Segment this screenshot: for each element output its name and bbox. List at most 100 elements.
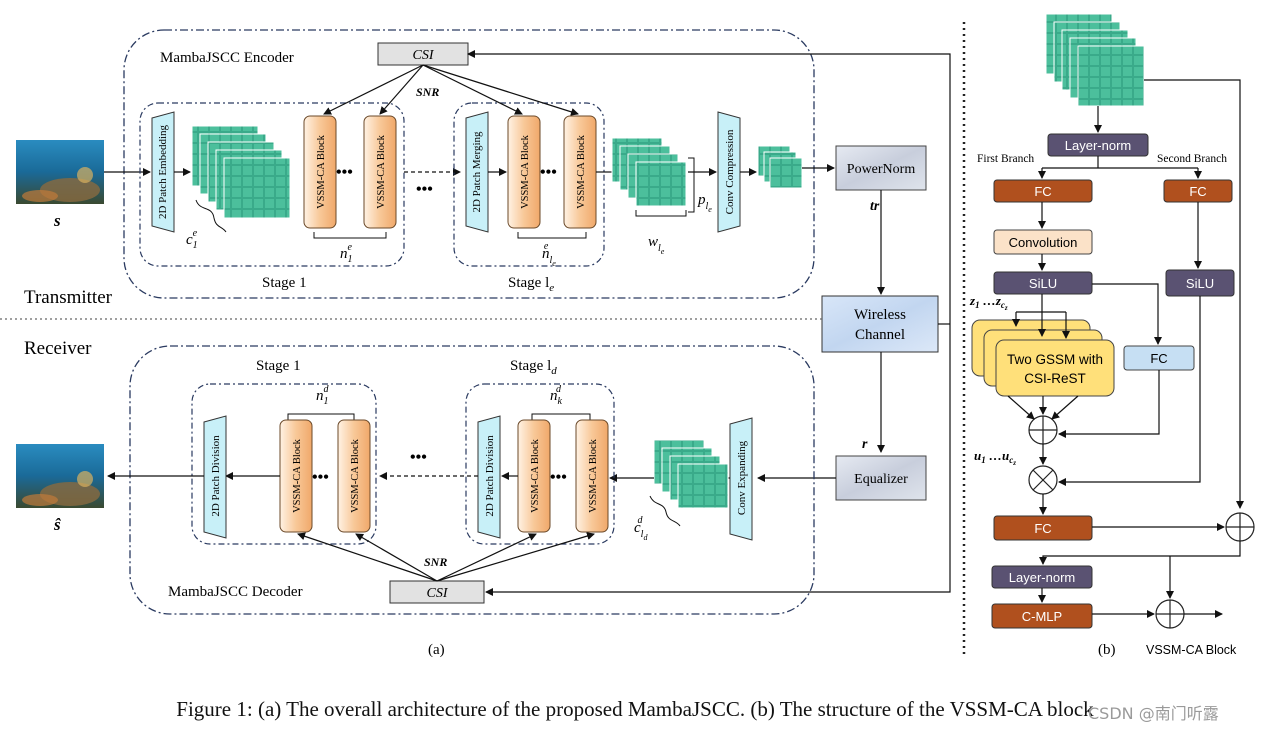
patch-embedding-block: 2D Patch Embedding	[151, 111, 175, 233]
powernorm-box: PowerNorm	[835, 145, 927, 191]
fc-light-block: FC	[1123, 345, 1195, 371]
decoder-stage-ld-box	[465, 383, 615, 545]
cld-label: cldd	[634, 515, 648, 542]
encoder-feature-stack-3	[757, 145, 803, 189]
part-a-label: (a)	[428, 642, 445, 658]
svg-text:Wireless: Wireless	[854, 307, 906, 323]
svg-text:2D Patch Division: 2D Patch Division	[210, 435, 222, 517]
wle-label: wle	[648, 234, 665, 256]
encoder-dots-2: •••	[540, 164, 557, 181]
svg-text:SiLU: SiLU	[1186, 276, 1214, 291]
svg-text:Layer-norm: Layer-norm	[1065, 138, 1131, 153]
encoder-stage-le-box	[453, 102, 605, 267]
svg-text:FC: FC	[1189, 184, 1206, 199]
encoder-vssm-block-4: VSSM-CA Block	[563, 115, 597, 229]
watermark: CSDN @南门听露	[1088, 704, 1219, 723]
svg-text:Layer-norm: Layer-norm	[1009, 570, 1075, 585]
encoder-stage-dots: •••	[416, 181, 433, 198]
encoder-feature-stack-1	[191, 125, 291, 219]
svg-text:Channel: Channel	[855, 327, 905, 343]
svg-text:2D Patch Division: 2D Patch Division	[484, 435, 496, 517]
svg-text:Conv Expanding: Conv Expanding	[736, 440, 748, 515]
svg-text:VSSM-CA Block: VSSM-CA Block	[576, 134, 587, 209]
decoder-stage-dots: •••	[410, 449, 427, 466]
convolution-block: Convolution	[993, 229, 1093, 255]
decoder-patch-division-2: 2D Patch Division	[477, 415, 501, 539]
decoder-title: MambaJSCC Decoder	[168, 584, 303, 600]
decoder-snr-label: SNR	[424, 555, 447, 569]
svg-text:2D Patch Merging: 2D Patch Merging	[471, 131, 483, 213]
svg-text:CSI: CSI	[427, 586, 449, 601]
decoder-stage1-box	[191, 383, 377, 545]
decoder-vssm-block-4: VSSM-CA Block	[517, 419, 551, 533]
encoder-title: MambaJSCC Encoder	[160, 50, 294, 66]
fc-block-second: FC	[1163, 179, 1233, 203]
part-b-label: (b)	[1098, 642, 1116, 658]
gssm-block: Two GSSM with CSI-ReST	[971, 319, 1115, 397]
decoder-vssm-block-1: VSSM-CA Block	[279, 419, 313, 533]
svg-text:VSSM-CA Block: VSSM-CA Block	[350, 438, 361, 513]
decoder-container	[129, 345, 815, 615]
svg-text:CSI-ReST: CSI-ReST	[1024, 371, 1086, 386]
decoder-dots-1: •••	[312, 469, 329, 486]
output-image	[16, 444, 104, 508]
svg-text:CSI: CSI	[413, 48, 435, 63]
fc-block-out: FC	[993, 515, 1093, 541]
svg-text:PowerNorm: PowerNorm	[847, 162, 916, 177]
decoder-patch-division-1: 2D Patch Division	[203, 415, 227, 539]
decoder-dots-2: •••	[550, 469, 567, 486]
decoder-feature-stack	[653, 439, 729, 509]
decoder-vssm-block-2: VSSM-CA Block	[337, 419, 371, 533]
wireless-channel-box: Wireless Channel	[821, 295, 939, 353]
svg-text:SiLU: SiLU	[1029, 276, 1057, 291]
output-label: ŝ	[53, 515, 61, 534]
encoder-csi-box: CSI	[377, 42, 469, 66]
encoder-feature-stack-2	[611, 137, 687, 207]
svg-text:VSSM-CA Block: VSSM-CA Block	[316, 134, 327, 209]
svg-text:C-MLP: C-MLP	[1022, 609, 1062, 624]
encoder-stage-le-label: Stage le	[508, 275, 554, 294]
svg-text:Two GSSM with: Two GSSM with	[1007, 352, 1103, 367]
n1d-label: n1d	[316, 384, 330, 407]
input-label: s	[53, 211, 61, 230]
vssm-output-label: VSSM-CA Block	[1146, 643, 1237, 657]
fc-block-first: FC	[993, 179, 1093, 203]
layer-norm-block-2: Layer-norm	[991, 565, 1093, 589]
svg-text:Equalizer: Equalizer	[854, 472, 908, 487]
decoder-stage-ld-label: Stage ld	[510, 358, 557, 377]
patch-merging-block: 2D Patch Merging	[465, 111, 489, 233]
svg-text:2D Patch Embedding: 2D Patch Embedding	[157, 124, 169, 219]
cmlp-block: C-MLP	[991, 603, 1093, 629]
encoder-stage1-label: Stage 1	[262, 275, 307, 291]
conv-expanding-block: Conv Expanding	[729, 417, 753, 541]
conv-compression-block: Conv Compression	[717, 111, 741, 233]
figure-caption: Figure 1: (a) The overall architecture o…	[176, 697, 1094, 721]
svg-text:VSSM-CA Block: VSSM-CA Block	[520, 134, 531, 209]
layer-norm-block-1: Layer-norm	[1047, 133, 1149, 157]
encoder-dots-1: •••	[336, 164, 353, 181]
first-branch-label: First Branch	[977, 153, 1034, 165]
silu-block-first: SiLU	[993, 271, 1093, 295]
svg-text:Conv Compression: Conv Compression	[724, 129, 736, 214]
ple-label: ple	[697, 192, 712, 214]
nkd-label: nkd	[550, 384, 563, 407]
r-label: r	[862, 437, 868, 452]
input-image	[16, 140, 104, 204]
second-branch-label: Second Branch	[1157, 153, 1227, 165]
decoder-csi-box: CSI	[389, 580, 485, 604]
n1e-label: n1e	[340, 242, 353, 265]
c1e-label: c1e	[186, 228, 198, 251]
svg-text:VSSM-CA Block: VSSM-CA Block	[376, 134, 387, 209]
vssm-input-stack	[1045, 13, 1145, 107]
transmitter-label: Transmitter	[24, 287, 113, 308]
encoder-container	[123, 29, 815, 299]
svg-text:VSSM-CA Block: VSSM-CA Block	[588, 438, 599, 513]
decoder-stage1-label: Stage 1	[256, 358, 301, 374]
svg-text:FC: FC	[1034, 184, 1051, 199]
receiver-label: Receiver	[24, 338, 92, 359]
tr-label: tr	[870, 199, 880, 214]
equalizer-box: Equalizer	[835, 455, 927, 501]
silu-block-second: SiLU	[1165, 269, 1235, 297]
svg-text:VSSM-CA Block: VSSM-CA Block	[292, 438, 303, 513]
